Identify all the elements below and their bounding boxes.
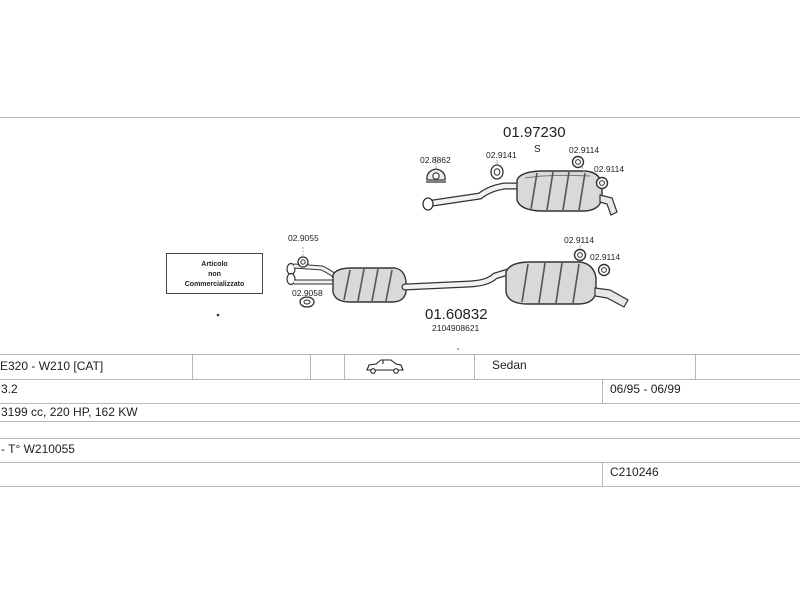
upper-silencer-assembly [422, 155, 618, 216]
lower-silencer-assembly [286, 245, 629, 308]
notice-line-3: Commercializzato [185, 281, 245, 288]
vehicle-model: E320 - W210 [CAT] [0, 359, 104, 373]
lower-assembly-oem-number: 2104908621 [432, 323, 480, 333]
stray-dot-mark [457, 348, 459, 350]
lower-rear-silencer-body [505, 261, 597, 305]
lower-assembly-part-number: 01.60832 [425, 306, 488, 323]
rubber-mount-02-9141-part [490, 160, 504, 180]
part-label-ring: 02.9114 [590, 252, 620, 262]
engine-specs: 3199 cc, 220 HP, 162 KW [1, 405, 138, 419]
lower-front-inlet [286, 262, 337, 286]
mounting-ring-02-9055-part [297, 247, 309, 268]
vehicle-body-type: Sedan [492, 358, 527, 372]
upper-assembly-suffix: S [534, 144, 541, 155]
type-approval-code: - T° W210055 [1, 442, 75, 456]
clamp-02-8862-part [426, 156, 446, 183]
part-label-ring: 02.9114 [569, 145, 599, 155]
engine-displacement-liters: 3.2 [1, 382, 18, 396]
lower-front-silencer-ribs [343, 268, 393, 302]
upper-tailpipe [599, 194, 618, 216]
upper-silencer-ribs [530, 171, 586, 211]
part-label-rubber-mount: 02.9141 [486, 150, 517, 160]
lower-center-pipe-fill [402, 269, 511, 290]
lower-tailpipe [594, 287, 629, 308]
sedan-car-icon [366, 359, 404, 374]
part-label-gasket: 02.9058 [292, 288, 323, 298]
catalog-code: C210246 [610, 465, 659, 479]
upper-inlet-flange [422, 197, 434, 211]
notice-line-2: non [208, 271, 221, 278]
mounting-ring-02-9114-part [571, 155, 587, 176]
production-period: 06/95 - 06/99 [610, 382, 681, 396]
stray-dot-mark [216, 313, 220, 317]
mounting-ring-02-9114-part [595, 176, 609, 190]
not-sold-notice-box [166, 253, 263, 294]
mounting-ring-02-9114-part [597, 263, 611, 277]
upper-assembly-part-number: 01.97230 [503, 124, 566, 141]
notice-line-1: Articolo [201, 261, 227, 268]
part-label-ring: 02.9114 [564, 235, 594, 245]
part-label-clamp: 02.8862 [420, 155, 451, 165]
upper-pipe-fill [430, 183, 523, 206]
part-label-ring-front: 02.9055 [288, 233, 319, 243]
lower-rear-silencer-ribs [521, 262, 580, 304]
mounting-ring-02-9114-part [573, 245, 587, 262]
gasket-02-9058-part [299, 296, 315, 308]
upper-silencer-shade [524, 174, 591, 179]
part-label-ring: 02.9114 [594, 164, 624, 174]
table-grid [0, 117, 800, 487]
